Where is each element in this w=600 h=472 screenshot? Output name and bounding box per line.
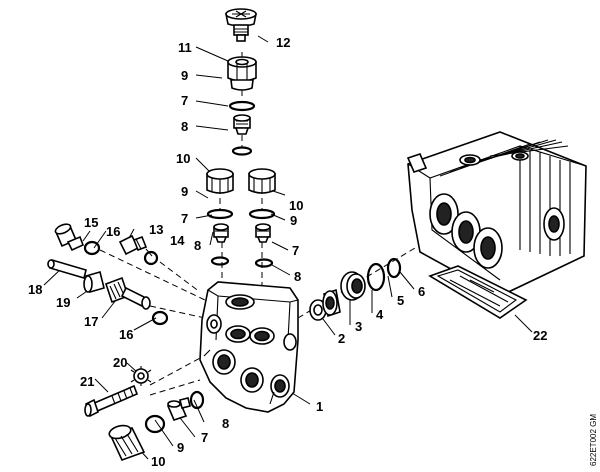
part-13-screw-plug (118, 234, 148, 256)
part-19-sleeve (83, 271, 105, 293)
part-5-o-ring (366, 262, 386, 292)
callout-9-bottom: 9 (177, 440, 184, 455)
callout-labels: 12 11 9 7 8 10 9 7 8 10 9 7 8 15 16 13 1… (28, 35, 547, 469)
callout-7-top: 7 (181, 93, 188, 108)
callout-11: 11 (178, 40, 192, 55)
part-8-top-o-ring (231, 146, 253, 156)
part-7-top-valve (233, 114, 251, 135)
part-9-left-o-ring (206, 208, 234, 220)
part-8-left-o-ring (210, 256, 230, 266)
part-3-seal-sleeve (322, 288, 341, 318)
callout-10-bottom: 10 (151, 454, 165, 469)
part-10-left-cap (206, 168, 234, 194)
part-11-adapter (227, 56, 257, 91)
callout-8-left: 8 (194, 238, 201, 253)
callout-10-left: 10 (176, 151, 190, 166)
callout-7-left: 7 (181, 211, 188, 226)
part-12-gauge-cap (225, 8, 257, 42)
part-4-piston-seal (340, 271, 366, 301)
part-8-bottom-o-ring (189, 390, 205, 410)
callout-7-bottom: 7 (201, 430, 208, 445)
part-16-bottom-o-ring (151, 310, 169, 326)
callout-9-right: 9 (290, 213, 297, 228)
callout-8-right: 8 (294, 269, 301, 284)
callout-12: 12 (276, 35, 290, 50)
callout-5: 5 (397, 293, 404, 308)
callout-15: 15 (84, 215, 98, 230)
callout-8-bottom: 8 (222, 416, 229, 431)
callout-22: 22 (533, 328, 547, 343)
callout-3: 3 (355, 319, 362, 334)
part-21-bolt (84, 384, 139, 418)
part-20-washer (130, 366, 152, 386)
callout-14: 14 (170, 233, 185, 248)
callout-7-right: 7 (292, 243, 299, 258)
part-10-right-cap (248, 168, 276, 194)
callout-9-top: 9 (181, 68, 188, 83)
callout-17: 17 (84, 314, 98, 329)
part-7-top-o-ring (228, 100, 256, 112)
callout-9-left: 9 (181, 184, 188, 199)
callout-18: 18 (28, 282, 42, 297)
part-10-bottom-cap (108, 424, 146, 462)
callout-10-right: 10 (289, 198, 303, 213)
part-18-tube (47, 258, 87, 280)
callout-16-bottom: 16 (119, 327, 133, 342)
part-7-left-valve (213, 223, 229, 243)
callout-8-top: 8 (181, 119, 188, 134)
drawing-code: 622ET002 GM (589, 414, 598, 466)
part-17-bypass-valve (104, 276, 151, 310)
part-9-bottom-o-ring (144, 414, 166, 434)
callout-19: 19 (56, 295, 70, 310)
callout-20: 20 (113, 355, 127, 370)
part-22-gasket-cover (428, 265, 528, 319)
callout-13: 13 (149, 222, 163, 237)
callout-16-top: 16 (106, 224, 120, 239)
callout-21: 21 (80, 374, 94, 389)
part-1-pump-head (199, 281, 299, 413)
callout-1: 1 (316, 399, 323, 414)
part-8-right-o-ring (254, 258, 274, 268)
crankcase-housing (406, 131, 587, 297)
part-14-o-ring (143, 250, 159, 266)
part-15-screw-plug (54, 223, 85, 252)
callout-2: 2 (338, 331, 345, 346)
part-6-o-ring (386, 257, 402, 279)
part-16-top-o-ring (83, 240, 101, 256)
callout-6: 6 (418, 284, 425, 299)
part-9-right-o-ring (248, 208, 276, 220)
part-7-right-valve (255, 223, 271, 243)
callout-4: 4 (376, 307, 384, 322)
part-7-bottom-valve (166, 397, 191, 421)
